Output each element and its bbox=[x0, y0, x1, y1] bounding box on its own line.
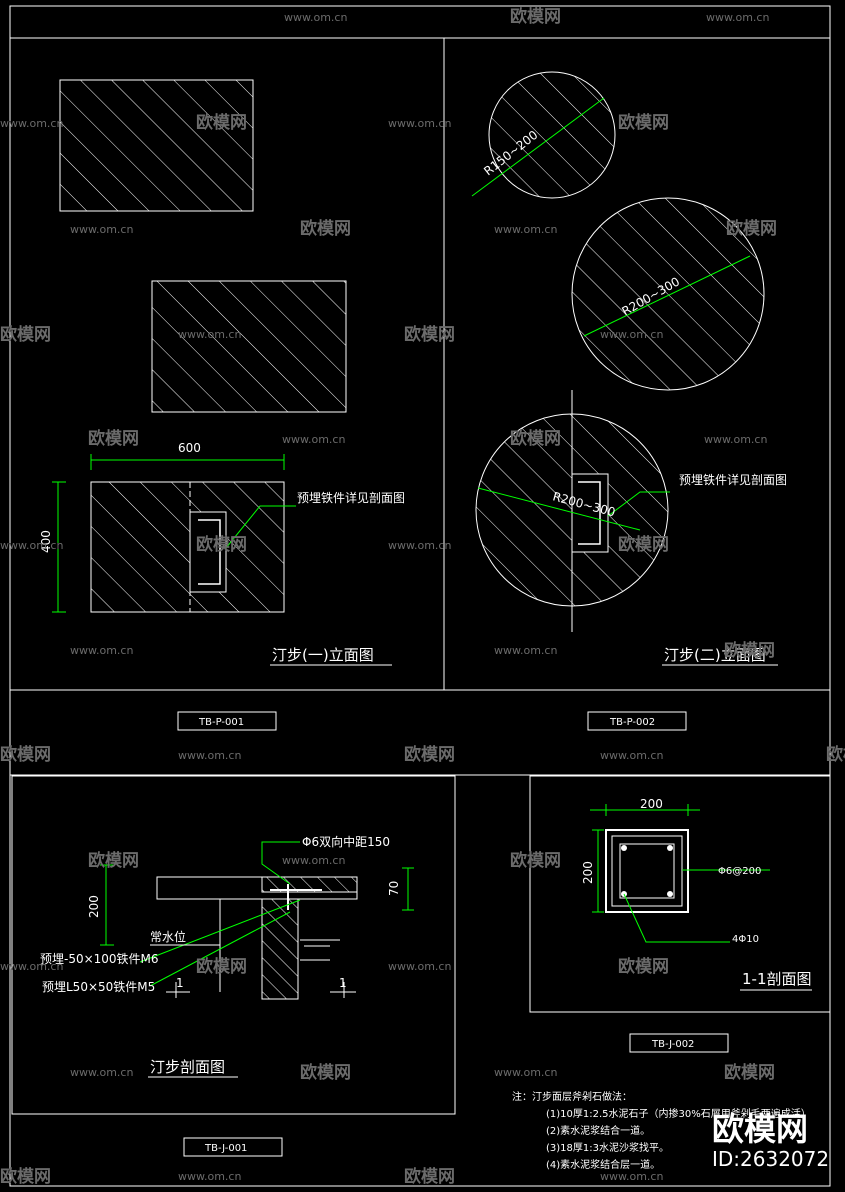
svg-text:www.om.cn: www.om.cn bbox=[178, 328, 241, 341]
svg-text:欧模网: 欧模网 bbox=[300, 218, 351, 239]
svg-text:欧模网: 欧模网 bbox=[510, 6, 561, 27]
dim-70: 70 bbox=[387, 881, 401, 896]
panel-title: 1-1剖面图 bbox=[742, 970, 812, 988]
drawing-code: TB-P-001 bbox=[198, 717, 244, 728]
drawing-code: TB-J-002 bbox=[651, 1039, 694, 1050]
svg-text:www.om.cn: www.om.cn bbox=[704, 433, 767, 446]
sheet-frame bbox=[9, 5, 831, 1187]
notes-line-3: (3)18厚1:3水泥沙浆找平。 bbox=[546, 1141, 669, 1154]
svg-text:欧模网: 欧模网 bbox=[618, 112, 669, 133]
svg-text:www.om.cn: www.om.cn bbox=[388, 960, 451, 973]
svg-text:欧模网: 欧模网 bbox=[404, 324, 455, 345]
svg-text:欧模网: 欧模网 bbox=[826, 744, 845, 765]
svg-text:www.om.cn: www.om.cn bbox=[178, 1170, 241, 1183]
svg-text:www.om.cn: www.om.cn bbox=[0, 117, 63, 130]
svg-text:欧模网: 欧模网 bbox=[510, 850, 561, 871]
dim-200: 200 bbox=[87, 895, 101, 918]
svg-text:欧模网: 欧模网 bbox=[726, 218, 777, 239]
embed-note-1: 预埋-50×100铁件M6 bbox=[40, 952, 159, 966]
dim-width-200: 200 bbox=[640, 797, 663, 811]
rebar-note: Φ6双向中距150 bbox=[302, 834, 390, 849]
svg-text:www.om.cn: www.om.cn bbox=[494, 644, 557, 657]
brand-badge: 欧模网 ID:2632072 bbox=[712, 1110, 829, 1171]
notes-line-2: (2)素水泥浆结合一道。 bbox=[546, 1124, 650, 1137]
panel-tb-p-002: R150~200 R200~300 R200~300 预埋铁件详见剖面图 汀步(… bbox=[471, 71, 787, 731]
pier-section-outer bbox=[605, 829, 689, 913]
svg-text:欧模网: 欧模网 bbox=[404, 744, 455, 765]
svg-text:www.om.cn: www.om.cn bbox=[70, 644, 133, 657]
round-stone-mid bbox=[571, 197, 765, 391]
svg-text:欧模网: 欧模网 bbox=[196, 112, 247, 133]
svg-text:欧模网: 欧模网 bbox=[0, 1166, 51, 1187]
notes-line-4: (4)素水泥浆结合层一道。 bbox=[546, 1158, 660, 1171]
svg-text:www.om.cn: www.om.cn bbox=[282, 433, 345, 446]
leader-note: 预埋铁件详见剖面图 bbox=[297, 490, 405, 505]
svg-text:www.om.cn: www.om.cn bbox=[70, 1066, 133, 1079]
panel-title: 汀步(二)立面图 bbox=[664, 646, 766, 664]
svg-text:www.om.cn: www.om.cn bbox=[70, 223, 133, 236]
notes-heading: 注：汀步面层斧剁石做法： bbox=[512, 1090, 632, 1103]
svg-text:www.om.cn: www.om.cn bbox=[600, 749, 663, 762]
panel-tb-j-002: 200 200 Φ6@200 4Φ10 1-1剖面图 TB-J-002 bbox=[529, 775, 831, 1053]
svg-text:www.om.cn: www.om.cn bbox=[178, 749, 241, 762]
svg-text:www.om.cn: www.om.cn bbox=[600, 328, 663, 341]
svg-text:www.om.cn: www.om.cn bbox=[0, 960, 63, 973]
svg-text:www.om.cn: www.om.cn bbox=[494, 223, 557, 236]
watermark-layer: www.om.cn 欧模网 www.om.cn www.om.cn 欧模网 ww… bbox=[0, 6, 845, 1187]
svg-text:www.om.cn: www.om.cn bbox=[706, 11, 769, 24]
svg-text:www.om.cn: www.om.cn bbox=[284, 11, 347, 24]
svg-text:欧模网: 欧模网 bbox=[88, 428, 139, 449]
water-level: 常水位 bbox=[150, 929, 186, 944]
stone-slab-middle bbox=[151, 280, 347, 413]
notes-block: 注：汀步面层斧剁石做法： (1)10厚1:2.5水泥石子（内掺30%石屑用斧剁毛… bbox=[512, 1090, 811, 1171]
svg-text:www.om.cn: www.om.cn bbox=[0, 539, 63, 552]
notes-line-1: (1)10厚1:2.5水泥石子（内掺30%石屑用斧剁毛两遍成活） bbox=[546, 1107, 811, 1120]
svg-text:欧模网: 欧模网 bbox=[404, 1166, 455, 1187]
stirrup-note: Φ6@200 bbox=[718, 866, 761, 877]
svg-text:欧模网: 欧模网 bbox=[88, 850, 139, 871]
panel-title: 汀步(一)立面图 bbox=[272, 646, 374, 664]
dim-width-600: 600 bbox=[178, 441, 201, 455]
svg-text:欧模网: 欧模网 bbox=[196, 956, 247, 977]
svg-text:www.om.cn: www.om.cn bbox=[388, 539, 451, 552]
svg-text:欧模网: 欧模网 bbox=[196, 534, 247, 555]
svg-text:欧模网: 欧模网 bbox=[618, 956, 669, 977]
svg-text:www.om.cn: www.om.cn bbox=[282, 854, 345, 867]
section-mark-right: 1 bbox=[339, 976, 347, 990]
panel-tb-j-001: Φ6双向中距150 70 200 常水位 预埋-50×100铁件M6 预埋L50… bbox=[11, 775, 456, 1157]
round-stone-small bbox=[488, 71, 616, 199]
svg-text:www.om.cn: www.om.cn bbox=[388, 117, 451, 130]
support-pier bbox=[261, 898, 299, 1000]
brand-logo: 欧模网 bbox=[712, 1110, 808, 1148]
svg-text:欧模网: 欧模网 bbox=[510, 428, 561, 449]
svg-text:欧模网: 欧模网 bbox=[724, 640, 775, 661]
section-mark-left: 1 bbox=[176, 976, 184, 990]
svg-text:欧模网: 欧模网 bbox=[618, 534, 669, 555]
svg-text:www.om.cn: www.om.cn bbox=[494, 1066, 557, 1079]
svg-text:www.om.cn: www.om.cn bbox=[600, 1170, 663, 1183]
stone-slab-top bbox=[59, 79, 254, 212]
leader-note: 预埋铁件详见剖面图 bbox=[679, 472, 787, 487]
drawing-code: TB-P-002 bbox=[609, 717, 655, 728]
panel-title: 汀步剖面图 bbox=[150, 1058, 225, 1076]
svg-text:欧模网: 欧模网 bbox=[0, 324, 51, 345]
brand-id: ID:2632072 bbox=[712, 1147, 829, 1171]
embed-note-2: 预埋L50×50铁件M5 bbox=[42, 980, 155, 994]
stone-slab-elevation bbox=[90, 481, 285, 613]
dim-height-400: 400 bbox=[39, 530, 53, 553]
svg-text:欧模网: 欧模网 bbox=[724, 1062, 775, 1083]
main-bar-note: 4Φ10 bbox=[732, 934, 759, 945]
panel-tb-p-001: 600 400 预埋铁件详见剖面图 汀步(一)立面图 TB-P-001 bbox=[39, 79, 405, 731]
svg-text:欧模网: 欧模网 bbox=[300, 1062, 351, 1083]
drawing-code: TB-J-001 bbox=[204, 1143, 247, 1154]
svg-text:欧模网: 欧模网 bbox=[0, 744, 51, 765]
dim-height-200: 200 bbox=[581, 861, 595, 884]
